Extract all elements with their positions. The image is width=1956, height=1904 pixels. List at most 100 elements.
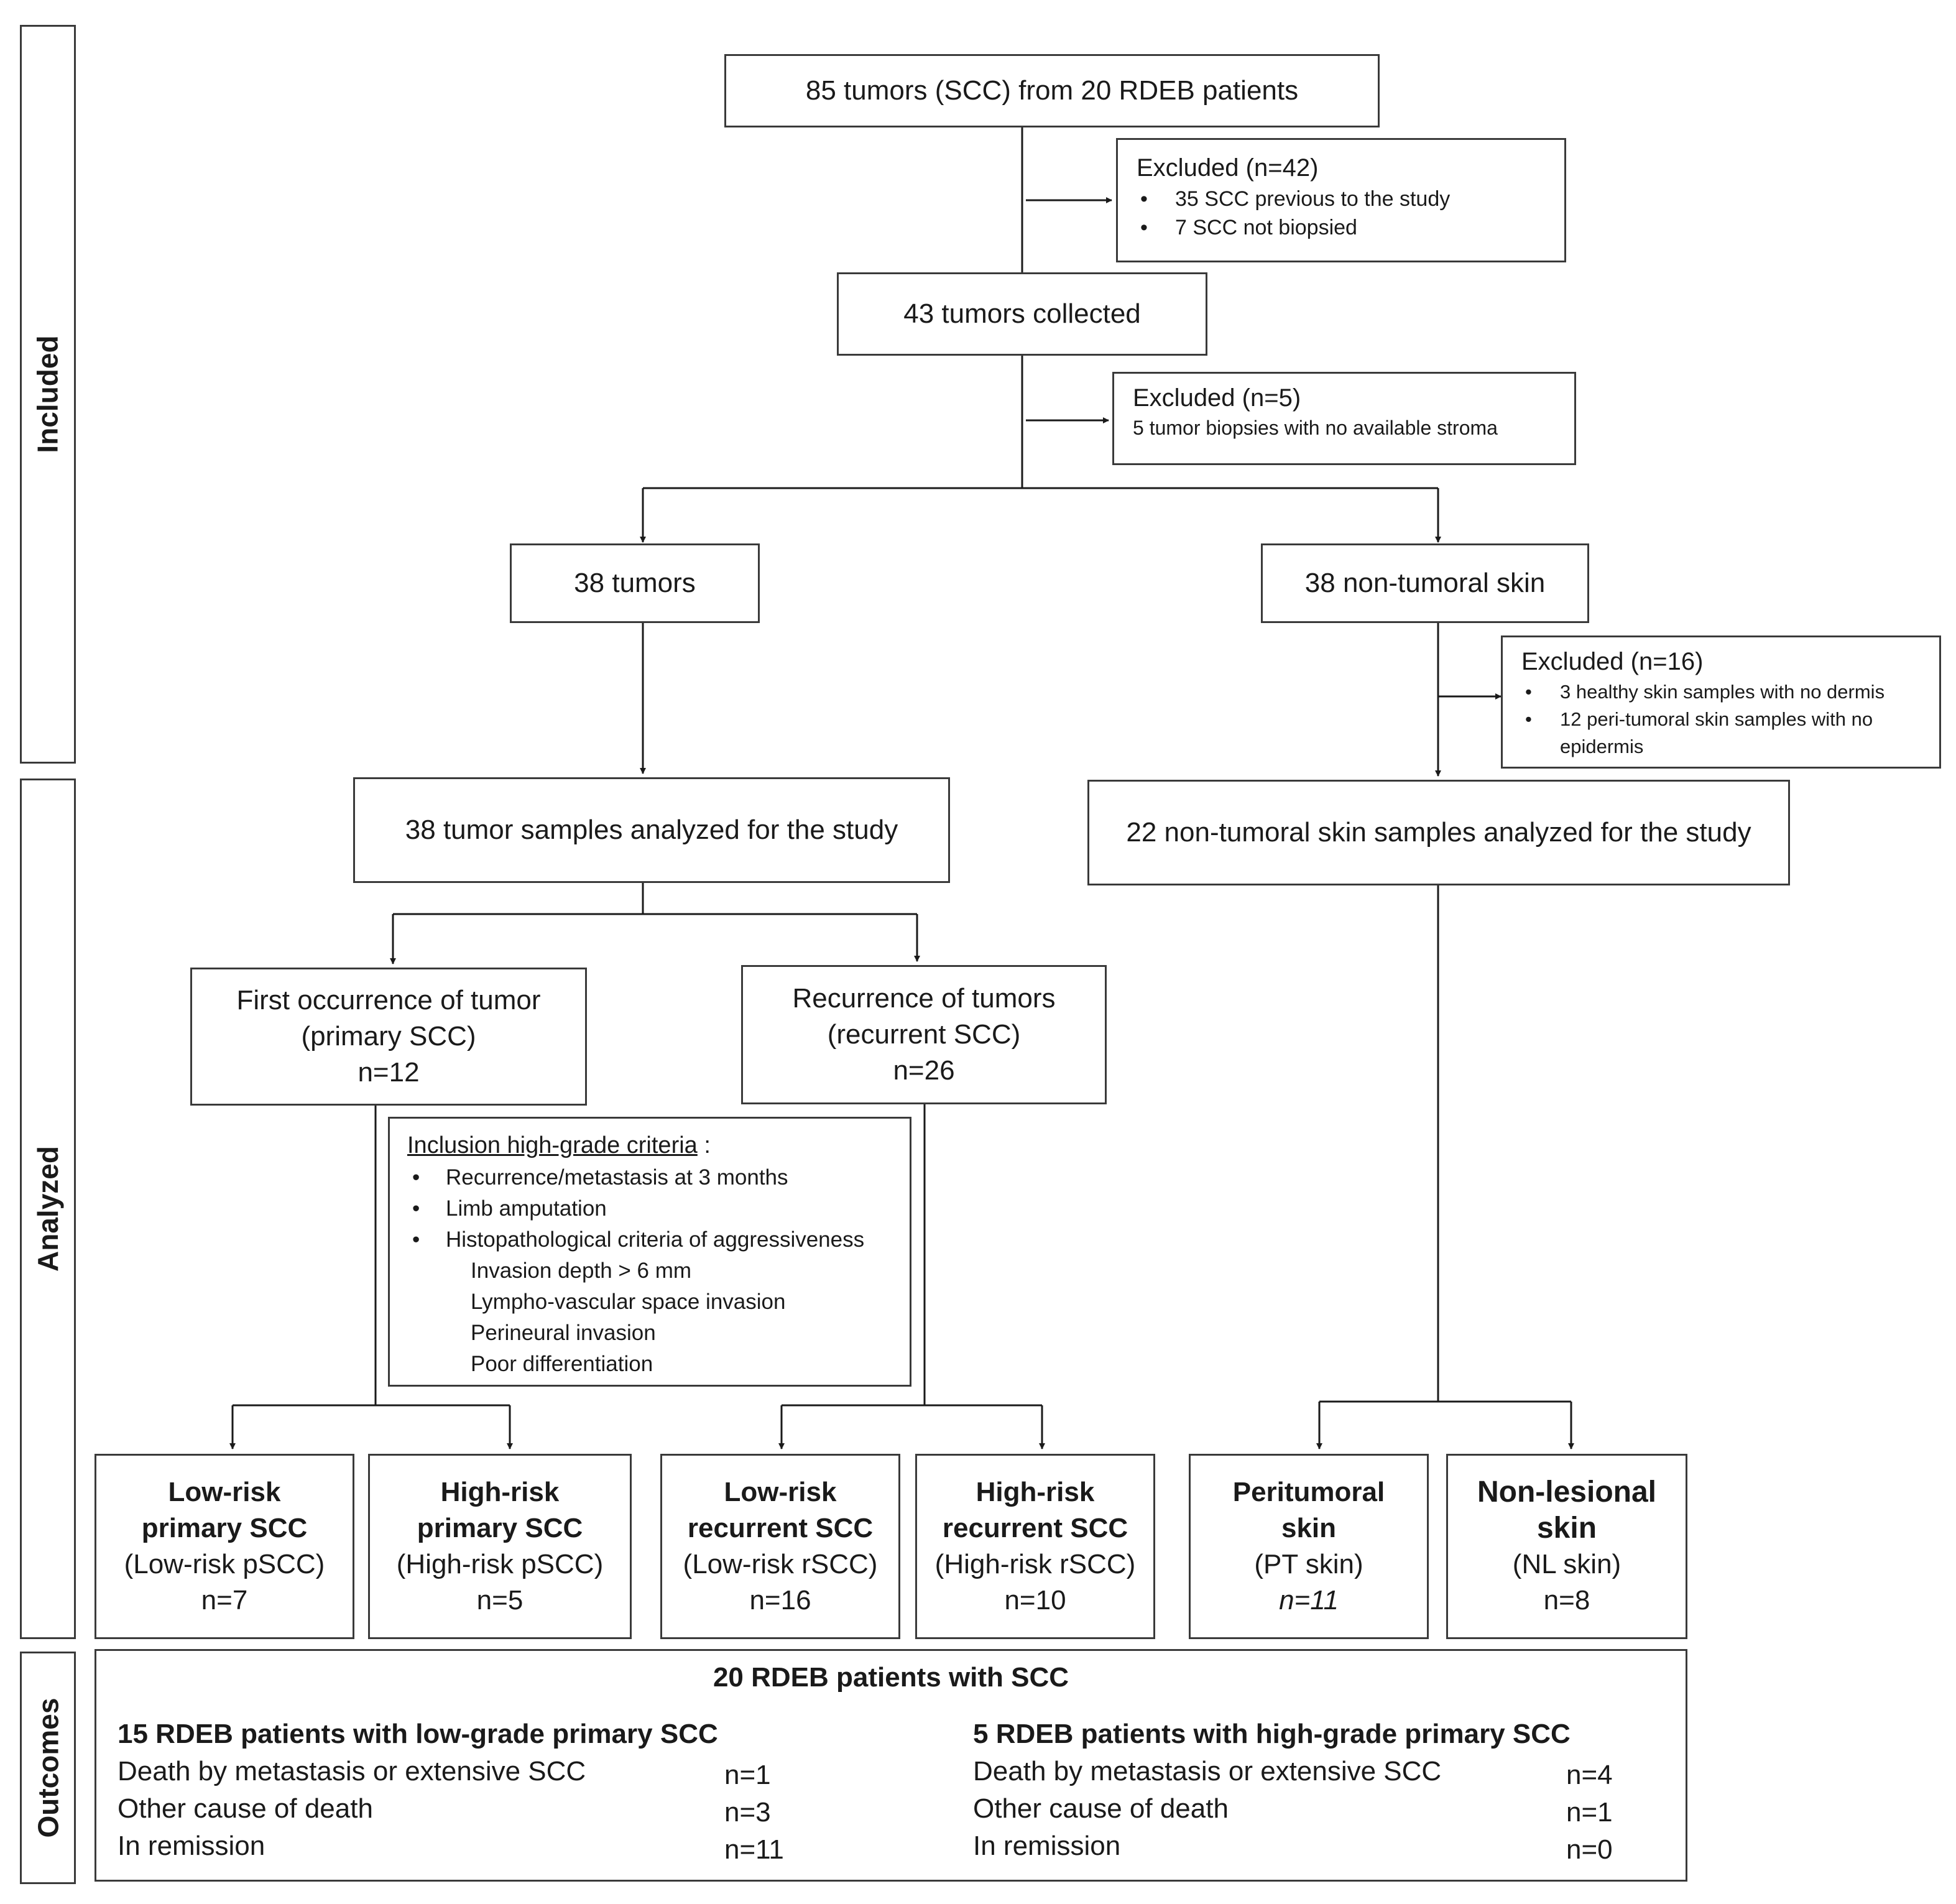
box-tumors-text: 38 tumors bbox=[574, 568, 696, 598]
outcomes-low-grade-header: 15 RDEB patients with low-grade primary … bbox=[118, 1719, 718, 1749]
box-tumors-collected-text: 43 tumors collected bbox=[903, 298, 1141, 329]
excluded-previous-item: 35 SCC previous to the study bbox=[1137, 185, 1546, 213]
recurrent-line1: Recurrence of tumors bbox=[792, 983, 1056, 1014]
outcomes-row-label: Other cause of death bbox=[973, 1793, 1229, 1824]
group-title-line2: skin bbox=[1281, 1513, 1337, 1543]
group-count: n=7 bbox=[201, 1585, 248, 1615]
side-label-analyzed-text: Analyzed bbox=[32, 1146, 65, 1272]
outcomes-high-grade: 5 RDEB patients with high-grade primary … bbox=[973, 1716, 1669, 1865]
outcomes-high-grade-header: 5 RDEB patients with high-grade primary … bbox=[973, 1719, 1571, 1749]
outcomes-row-label: Death by metastasis or extensive SCC bbox=[118, 1756, 586, 1786]
primary-line2: (primary SCC) bbox=[301, 1021, 476, 1051]
side-label-included-text: Included bbox=[32, 335, 64, 453]
outcomes-row: In remission n=11 bbox=[118, 1828, 888, 1865]
box-high-risk-recurrent: High-risk recurrent SCC (High-risk rSCC)… bbox=[915, 1454, 1155, 1639]
side-label-included: Included bbox=[20, 25, 76, 764]
recurrent-line2: (recurrent SCC) bbox=[827, 1019, 1021, 1050]
outcomes-row: Other cause of death n=3 bbox=[118, 1790, 888, 1828]
group-count: n=11 bbox=[1279, 1585, 1339, 1615]
criteria-subitem: Perineural invasion bbox=[471, 1321, 656, 1345]
outcomes-row-label: Other cause of death bbox=[118, 1793, 373, 1824]
primary-count: n=12 bbox=[358, 1057, 420, 1088]
criteria-header-suffix: : bbox=[697, 1132, 711, 1158]
outcomes-row-value: n=3 bbox=[724, 1797, 771, 1828]
group-title-line1: Peritumoral bbox=[1232, 1477, 1385, 1507]
box-high-risk-primary: High-risk primary SCC (High-risk pSCC) n… bbox=[368, 1454, 632, 1639]
group-abbr: (NL skin) bbox=[1512, 1549, 1622, 1579]
excluded-previous-header: Excluded (n=42) bbox=[1137, 154, 1319, 182]
group-abbr: (High-risk pSCC) bbox=[396, 1549, 604, 1579]
box-excluded-skin: Excluded (n=16) 3 healthy skin samples w… bbox=[1501, 635, 1941, 769]
outcomes-row: In remission n=0 bbox=[973, 1828, 1669, 1865]
side-label-outcomes-text: Outcomes bbox=[32, 1698, 65, 1838]
outcomes-row-value: n=1 bbox=[724, 1760, 771, 1790]
outcomes-row-label: In remission bbox=[973, 1831, 1121, 1861]
outcomes-low-grade: 15 RDEB patients with low-grade primary … bbox=[118, 1716, 888, 1865]
primary-line1: First occurrence of tumor bbox=[236, 985, 541, 1015]
box-total-tumors: 85 tumors (SCC) from 20 RDEB patients bbox=[724, 54, 1380, 127]
excluded-stroma-header: Excluded (n=5) bbox=[1133, 384, 1301, 412]
group-title-line1: Low-risk bbox=[724, 1477, 837, 1507]
box-skin-samples-text: 22 non-tumoral skin samples analyzed for… bbox=[1126, 817, 1751, 848]
criteria-subitem: Poor differentiation bbox=[471, 1352, 653, 1376]
outcomes-row: Death by metastasis or extensive SCC n=1 bbox=[118, 1753, 888, 1790]
group-count: n=5 bbox=[476, 1585, 524, 1615]
box-outcomes: 20 RDEB patients with SCC 15 RDEB patien… bbox=[95, 1649, 1687, 1882]
group-count: n=8 bbox=[1543, 1585, 1590, 1615]
excluded-skin-header: Excluded (n=16) bbox=[1521, 648, 1704, 675]
outcomes-row: Other cause of death n=1 bbox=[973, 1790, 1669, 1828]
excluded-previous-item: 7 SCC not biopsied bbox=[1137, 213, 1546, 242]
box-recurrent-scc: Recurrence of tumors (recurrent SCC) n=2… bbox=[741, 965, 1107, 1104]
criteria-item: Recurrence/metastasis at 3 months bbox=[407, 1162, 892, 1193]
group-count: n=10 bbox=[1004, 1585, 1066, 1615]
box-tumor-samples: 38 tumor samples analyzed for the study bbox=[353, 777, 950, 883]
box-tumor-samples-text: 38 tumor samples analyzed for the study bbox=[405, 815, 898, 845]
excluded-skin-item: 3 healthy skin samples with no dermis bbox=[1521, 678, 1921, 706]
outcomes-row: Death by metastasis or extensive SCC n=4 bbox=[973, 1753, 1669, 1790]
group-abbr: (PT skin) bbox=[1254, 1549, 1363, 1579]
group-title-line2: primary SCC bbox=[417, 1513, 583, 1543]
criteria-header: Inclusion high-grade criteria : bbox=[407, 1130, 892, 1161]
box-excluded-previous: Excluded (n=42) 35 SCC previous to the s… bbox=[1116, 138, 1566, 262]
box-tumors: 38 tumors bbox=[510, 543, 760, 623]
group-title-line1: High-risk bbox=[976, 1477, 1095, 1507]
box-skin-samples: 22 non-tumoral skin samples analyzed for… bbox=[1087, 780, 1790, 885]
criteria-item: Limb amputation bbox=[407, 1193, 892, 1224]
box-high-grade-criteria: Inclusion high-grade criteria : Recurren… bbox=[388, 1117, 911, 1387]
side-label-analyzed: Analyzed bbox=[20, 779, 76, 1639]
recurrent-count: n=26 bbox=[893, 1055, 955, 1086]
criteria-subitem: Lympho-vascular space invasion bbox=[471, 1290, 786, 1314]
group-abbr: (Low-risk pSCC) bbox=[124, 1549, 325, 1579]
box-low-risk-primary: Low-risk primary SCC (Low-risk pSCC) n=7 bbox=[95, 1454, 354, 1639]
outcomes-row-value: n=0 bbox=[1566, 1834, 1613, 1865]
box-tumors-collected: 43 tumors collected bbox=[837, 272, 1207, 356]
box-non-tumoral-skin: 38 non-tumoral skin bbox=[1261, 543, 1589, 623]
group-title-line2: primary SCC bbox=[141, 1513, 308, 1543]
box-peritumoral-skin: Peritumoral skin (PT skin) n=11 bbox=[1189, 1454, 1429, 1639]
group-title-line2: skin bbox=[1536, 1512, 1597, 1545]
group-abbr: (High-risk rSCC) bbox=[934, 1549, 1136, 1579]
criteria-subitem: Invasion depth > 6 mm bbox=[471, 1259, 692, 1283]
outcomes-row-label: Death by metastasis or extensive SCC bbox=[973, 1756, 1442, 1786]
criteria-item: Histopathological criteria of aggressive… bbox=[407, 1224, 892, 1255]
outcomes-row-value: n=4 bbox=[1566, 1760, 1613, 1790]
box-primary-scc: First occurrence of tumor (primary SCC) … bbox=[190, 968, 587, 1106]
outcomes-row-label: In remission bbox=[118, 1831, 265, 1861]
outcomes-title: 20 RDEB patients with SCC bbox=[713, 1662, 1069, 1693]
group-title-line1: Non-lesional bbox=[1477, 1476, 1657, 1509]
outcomes-row-value: n=11 bbox=[724, 1834, 784, 1865]
group-title-line2: recurrent SCC bbox=[687, 1513, 874, 1543]
group-title-line1: High-risk bbox=[440, 1477, 560, 1507]
excluded-skin-item: 12 peri-tumoral skin samples with no epi… bbox=[1521, 706, 1921, 760]
outcomes-row-value: n=1 bbox=[1566, 1797, 1613, 1828]
group-abbr: (Low-risk rSCC) bbox=[683, 1549, 878, 1579]
criteria-header-text: Inclusion high-grade criteria bbox=[407, 1132, 698, 1158]
group-title-line1: Low-risk bbox=[168, 1477, 281, 1507]
box-excluded-stroma: Excluded (n=5) 5 tumor biopsies with no … bbox=[1112, 372, 1576, 465]
side-label-outcomes: Outcomes bbox=[20, 1652, 76, 1884]
box-non-lesional-skin: Non-lesional skin (NL skin) n=8 bbox=[1446, 1454, 1687, 1639]
group-count: n=16 bbox=[749, 1585, 811, 1615]
box-low-risk-recurrent: Low-risk recurrent SCC (Low-risk rSCC) n… bbox=[660, 1454, 900, 1639]
excluded-stroma-text: 5 tumor biopsies with no available strom… bbox=[1133, 417, 1498, 439]
